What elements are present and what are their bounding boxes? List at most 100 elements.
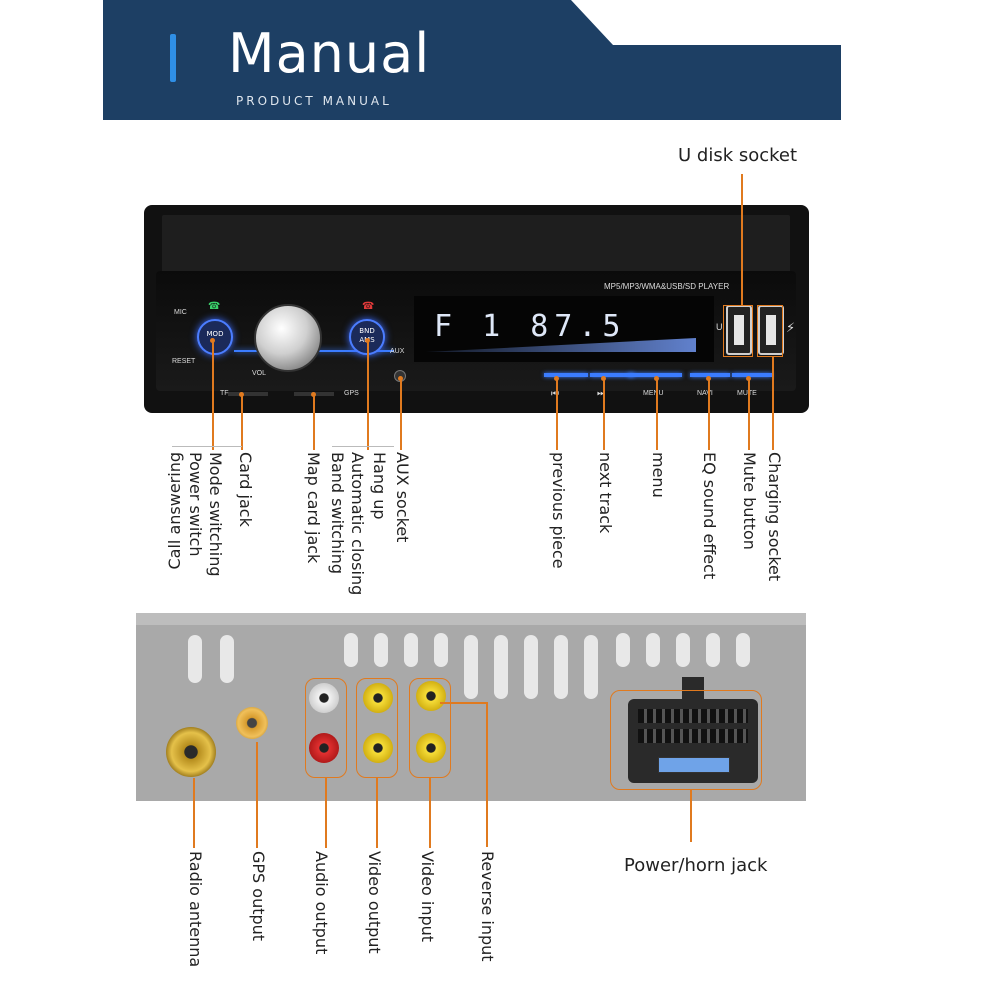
header-banner: [103, 0, 841, 120]
next-button[interactable]: [590, 373, 634, 377]
audio-output-box: [305, 678, 347, 778]
power-switch-label: Power switch: [186, 452, 205, 557]
aux-socket-dot: [398, 376, 403, 381]
eq-sound-effect-label: EQ sound effect: [700, 452, 719, 580]
flip-panel: [162, 215, 790, 273]
mute-line: [748, 378, 750, 450]
gps-output-jack: [236, 707, 268, 739]
vent-slot: [706, 633, 720, 667]
lcd-display-text: F 1 87.5: [434, 309, 627, 344]
video-output-box: [356, 678, 398, 778]
mute-button-label: Mute button: [740, 452, 759, 550]
call-answering-label: Call answering: [165, 452, 184, 570]
next-track-dot: [601, 376, 606, 381]
mode-switching-label: Mode switching: [206, 452, 225, 577]
vent-slot: [220, 635, 234, 683]
gps-output-line: [256, 742, 258, 848]
page-subtitle: PRODUCT MANUAL: [236, 94, 392, 108]
page-title: Manual: [228, 22, 431, 85]
lightning-icon: ⚡: [786, 321, 796, 336]
charging-socket-line: [772, 357, 774, 450]
u-disk-socket-line: [741, 174, 743, 306]
charging-socket-box: [757, 305, 783, 357]
next-track-label: next track: [596, 452, 615, 534]
vent-slot: [434, 633, 448, 667]
video-input-line: [429, 778, 431, 848]
vent-slot: [188, 635, 202, 683]
vent-slot: [374, 633, 388, 667]
aux-socket-label: AUX socket: [393, 452, 412, 543]
audio-output-white-jack: [309, 683, 339, 713]
aux-socket-line: [400, 378, 402, 450]
head-unit-front: ⚡ MOD BND AMS ☎ ☎: [144, 205, 809, 413]
gps-label: GPS: [344, 390, 359, 397]
map-card-jack-label: Map card jack: [304, 452, 323, 564]
power-horn-jack-label: Power/horn jack: [624, 855, 768, 876]
reverse-input-v-line: [486, 702, 488, 847]
mode-button[interactable]: MOD: [197, 319, 233, 355]
vent-slot: [404, 633, 418, 667]
menu-label-callout: menu: [649, 452, 668, 498]
map-card-jack-dot: [311, 392, 316, 397]
video-input-jack: [416, 733, 446, 763]
tf-card-slot: [228, 392, 268, 396]
vent-slot: [646, 633, 660, 667]
mic-label: MIC: [174, 309, 187, 316]
prev-button[interactable]: [544, 373, 588, 377]
vent-slot: [736, 633, 750, 667]
band-switching-line: [367, 340, 369, 450]
eq-line: [708, 378, 710, 450]
gps-output-label: GPS output: [249, 851, 268, 942]
u-label: U: [716, 322, 723, 332]
previous-piece-dot: [554, 376, 559, 381]
card-jack-line: [241, 394, 243, 450]
next-icon: ⏭: [597, 388, 606, 398]
video-input-box: [409, 678, 451, 778]
label-divider-right: [332, 446, 394, 447]
band-switching-label: Band switching: [328, 452, 347, 574]
usb-port-charge: [758, 305, 784, 355]
mode-switching-line: [212, 340, 214, 450]
player-badge: MP5/MP3/WMA&USB/SD PLAYER: [604, 282, 730, 291]
aux-label: AUX: [390, 348, 405, 355]
volume-knob[interactable]: [254, 304, 322, 372]
navi-label: NAVI: [697, 390, 713, 397]
radio-antenna-line: [193, 778, 195, 848]
vol-label: VOL: [252, 370, 267, 377]
prev-icon: ⏮: [551, 388, 559, 399]
reset-label: RESET: [172, 358, 196, 365]
band-button-label-top: BND: [359, 327, 375, 335]
banner-accent-bar: [170, 34, 176, 82]
connector-latch: [682, 677, 704, 701]
vent-slot: [494, 635, 508, 699]
previous-piece-line: [556, 378, 558, 450]
eq-dot: [706, 376, 711, 381]
menu-dot: [654, 376, 659, 381]
vent-slot: [616, 633, 630, 667]
next-track-line: [603, 378, 605, 450]
u-disk-socket-label: U disk socket: [678, 145, 798, 166]
video-output-line: [376, 778, 378, 848]
radio-antenna-label: Radio antenna: [186, 851, 205, 968]
band-switching-dot: [365, 338, 370, 343]
navi-button[interactable]: [690, 373, 730, 377]
vent-slot: [554, 635, 568, 699]
menu-button[interactable]: [628, 373, 682, 377]
menu-line: [656, 378, 658, 450]
vent-slot: [676, 633, 690, 667]
charging-socket-label: Charging socket: [765, 452, 784, 582]
video-input-label: Video input: [418, 851, 437, 943]
radio-antenna-jack: [166, 727, 216, 777]
card-jack-label: Card jack: [236, 452, 255, 527]
usb-port-u: [726, 305, 752, 355]
automatic-closing-label: Automatic closing: [348, 452, 367, 596]
mode-button-label: MOD: [206, 330, 224, 338]
power-horn-connector: [628, 699, 758, 783]
tf-label: TF: [220, 390, 229, 397]
audio-output-line: [325, 778, 327, 848]
video-output-jack-bottom: [363, 733, 393, 763]
hang-up-label: Hang up: [370, 452, 389, 520]
reverse-input-label: Reverse input: [478, 851, 497, 962]
video-output-jack-top: [363, 683, 393, 713]
mute-button[interactable]: [732, 373, 772, 377]
